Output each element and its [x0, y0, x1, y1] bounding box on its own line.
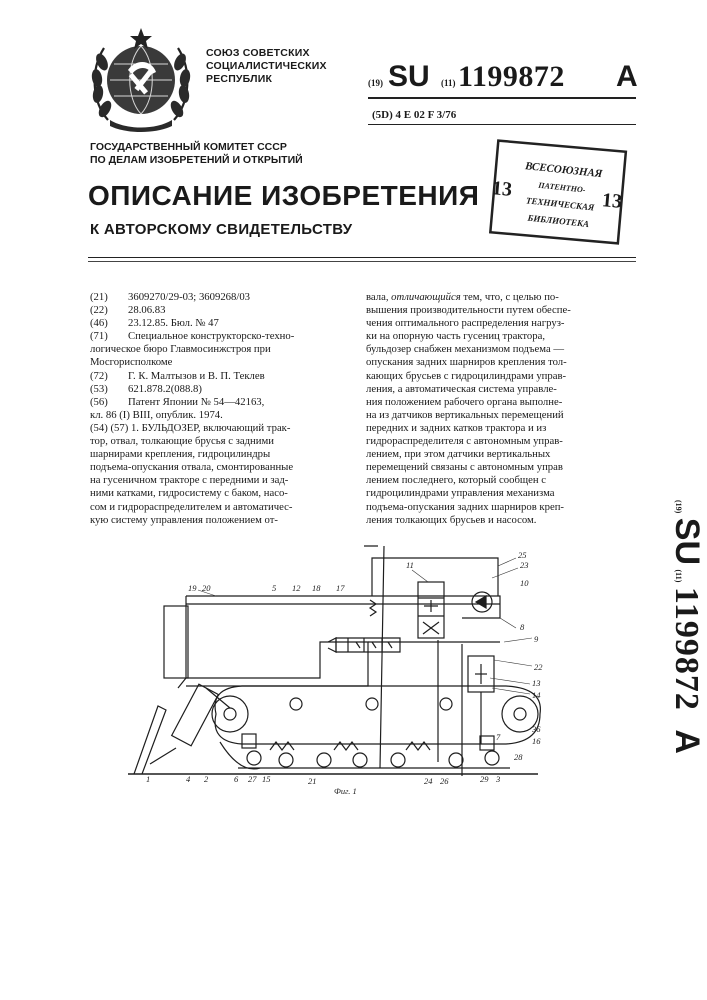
label-28: 28	[514, 752, 523, 762]
inventors: Г. К. Малтызов и В. П. Теклев	[128, 370, 265, 382]
reference: Патент Японии № 54—42163,	[128, 396, 264, 408]
ipc-rule	[368, 124, 636, 125]
union-name: СОЮЗ СОВЕТСКИХ СОЦИАЛИСТИЧЕСКИХ РЕСПУБЛИ…	[206, 47, 327, 86]
header-rule	[368, 97, 636, 99]
label-19: 19	[188, 583, 197, 593]
section-rule	[88, 257, 636, 258]
library-stamp: 13 13 ВСЕСОЮЗНАЯ ПАТЕНТНО- ТЕХНИЧЕСКАЯ Б…	[484, 138, 632, 248]
udc-code: 621.878.2(088.8)	[128, 383, 202, 395]
section-rule-2	[88, 261, 636, 262]
patent-kind: A	[616, 60, 638, 94]
label-29: 29	[480, 774, 489, 784]
label-2: 2	[204, 774, 209, 784]
application-number: 3609270/29-03; 3609268/03	[128, 291, 250, 303]
claim-text-left: (54) (57) 1. БУЛЬДОЗЕР, включающий трак-…	[90, 422, 352, 527]
document-title: ОПИСАНИЕ ИЗОБРЕТЕНИЯ	[88, 180, 479, 212]
label-9: 9	[534, 634, 539, 644]
ussr-emblem	[86, 22, 196, 134]
label-5: 5	[272, 583, 276, 593]
patent-number-block: (19) SU (11) 1199872 A	[368, 60, 668, 100]
label-8: 8	[520, 622, 525, 632]
label-10: 10	[520, 578, 529, 588]
document-subtitle: К АВТОРСКОМУ СВИДЕТЕЛЬСТВУ	[90, 221, 352, 238]
label-21: 21	[308, 776, 317, 786]
figure-1: 19 20 5 12 18 17 11 25 23 10 8 9 22 13 1…	[120, 538, 580, 800]
label-7: 7	[496, 732, 501, 742]
claim-text-right: вала, отличающийся тем, что, с целью по-…	[366, 291, 630, 527]
label-22: 22	[534, 662, 543, 672]
label-3: 3	[495, 774, 500, 784]
label-13: 13	[532, 678, 541, 688]
label-23: 23	[520, 560, 529, 570]
label-18: 18	[312, 583, 321, 593]
bibliographic-column: (21)3609270/29-03; 3609268/03 (22)28.06.…	[90, 291, 352, 527]
label-24: 24	[424, 776, 433, 786]
label-26: 26	[440, 776, 449, 786]
stamp-number-left: 13	[491, 177, 513, 202]
label-11: 11	[406, 560, 414, 570]
label-1: 1	[146, 774, 150, 784]
label-27: 27	[248, 774, 257, 784]
filing-date: 28.06.83	[128, 304, 165, 316]
label-36: 36	[531, 724, 541, 734]
country-code: SU	[388, 60, 430, 94]
ipc-code: (5D) 4 E 02 F 3/76	[372, 109, 456, 121]
label-12: 12	[292, 583, 301, 593]
label-14: 14	[532, 690, 541, 700]
figure-caption: Фиг. 1	[334, 786, 357, 796]
label-15: 15	[262, 774, 271, 784]
publication-date: 23.12.85. Бюл. № 47	[128, 317, 219, 329]
stamp-text: ВСЕСОЮЗНАЯ ПАТЕНТНО- ТЕХНИЧЕСКАЯ БИБЛИОТ…	[513, 157, 610, 234]
label-16: 16	[532, 736, 541, 746]
label-17: 17	[336, 583, 345, 593]
bulldozer-drawing: 19 20 5 12 18 17 11 25 23 10 8 9 22 13 1…	[120, 538, 580, 800]
label-4: 4	[186, 774, 191, 784]
applicant: Специальное конструкторско-техно-	[128, 330, 294, 342]
country-code-prefix: (19)	[368, 78, 383, 88]
committee-name: ГОСУДАРСТВЕННЫЙ КОМИТЕТ СССР ПО ДЕЛАМ ИЗ…	[90, 141, 303, 167]
patent-number: 1199872	[458, 60, 565, 94]
label-6: 6	[234, 774, 239, 784]
label-25: 25	[518, 550, 527, 560]
number-prefix: (11)	[441, 78, 456, 88]
label-20: 20	[202, 583, 211, 593]
